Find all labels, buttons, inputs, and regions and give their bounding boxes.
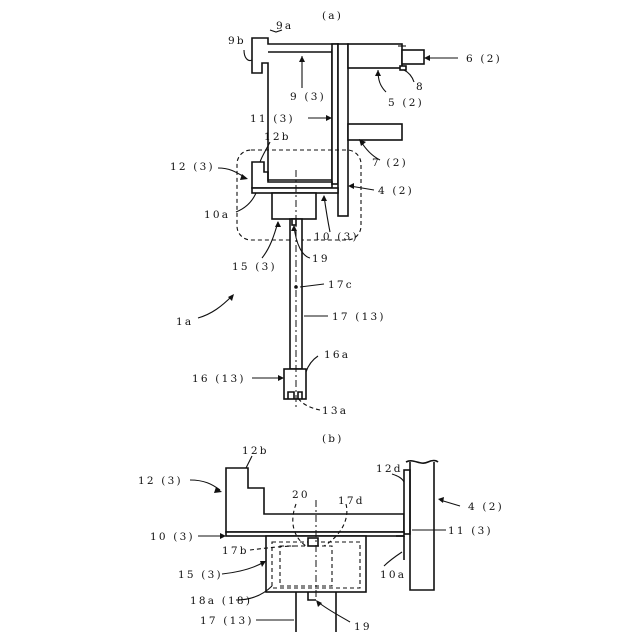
label-12: 12 (3)	[170, 161, 215, 173]
caption-a: (a)	[322, 10, 343, 22]
label-6: 6 (2)	[466, 53, 502, 65]
label-16: 16 (13)	[192, 373, 246, 385]
part-17-rod-b	[296, 592, 336, 632]
leader-15-b	[222, 562, 264, 574]
label-12b: 12b	[264, 131, 291, 143]
figure-a: (a)	[170, 10, 502, 417]
label-17d: 17d	[338, 495, 365, 507]
label-12-b: 12 (3)	[138, 475, 183, 487]
figure-b: (b)	[138, 433, 504, 633]
part-4-plate	[338, 44, 348, 216]
label-9b: 9b	[228, 35, 246, 47]
label-5: 5 (2)	[388, 97, 424, 109]
part-11-bar	[332, 44, 338, 184]
label-4-b: 4 (2)	[468, 501, 504, 513]
part-4-plate-b	[410, 462, 434, 590]
label-1a: 1a	[176, 316, 193, 328]
part-19-key	[292, 219, 296, 225]
label-17-b: 17 (13)	[200, 615, 254, 627]
leader-10	[324, 196, 330, 232]
part-6-knob	[402, 50, 424, 64]
label-9: 9 (3)	[290, 91, 326, 103]
label-19-b: 19	[354, 621, 372, 633]
leader-19-b	[318, 602, 350, 622]
label-10a: 10a	[204, 209, 230, 221]
label-20: 20	[292, 489, 310, 501]
caption-b: (b)	[322, 433, 344, 445]
label-10: 10 (3)	[314, 231, 359, 243]
label-16a: 16a	[324, 349, 350, 361]
label-15-b: 15 (3)	[178, 569, 223, 581]
label-4: 4 (2)	[378, 185, 414, 197]
label-12d: 12d	[376, 463, 403, 475]
label-9a: 9a	[276, 20, 293, 32]
label-13a: 13a	[322, 405, 348, 417]
label-10a-b: 10a	[380, 569, 406, 581]
label-7: 7 (2)	[372, 157, 408, 169]
label-15: 15 (3)	[232, 261, 277, 273]
leader-1a	[198, 296, 232, 318]
leader-17c	[300, 284, 324, 287]
part-15-block	[272, 193, 316, 219]
part-11-bar-b	[404, 470, 410, 534]
label-17: 17 (13)	[332, 311, 386, 323]
label-11-b: 11 (3)	[448, 525, 493, 537]
leader-10a	[236, 193, 256, 212]
part-19-key-b	[308, 592, 316, 600]
point-17c	[294, 285, 298, 289]
part-12-jaw	[252, 162, 332, 188]
leader-10a-b	[384, 552, 402, 566]
label-12b-b: 12b	[242, 445, 269, 457]
label-17b: 17b	[222, 545, 249, 557]
label-17c: 17c	[328, 279, 354, 291]
leader-9b	[244, 50, 252, 61]
label-11: 11 (3)	[250, 113, 295, 125]
label-19: 19	[312, 253, 330, 265]
part-5-arm	[348, 44, 402, 68]
label-8: 8	[416, 81, 425, 93]
label-10-b: 10 (3)	[150, 531, 195, 543]
label-18a: 18a (18)	[190, 595, 252, 607]
part-12-jaw-b	[226, 468, 404, 532]
leader-16a	[306, 356, 318, 372]
leader-12b-b	[246, 456, 252, 468]
leader-12d	[392, 474, 404, 482]
part-7-arm	[348, 124, 402, 140]
leader-8	[404, 70, 414, 82]
part-9-body	[252, 38, 338, 180]
part-8-pin	[400, 66, 406, 70]
